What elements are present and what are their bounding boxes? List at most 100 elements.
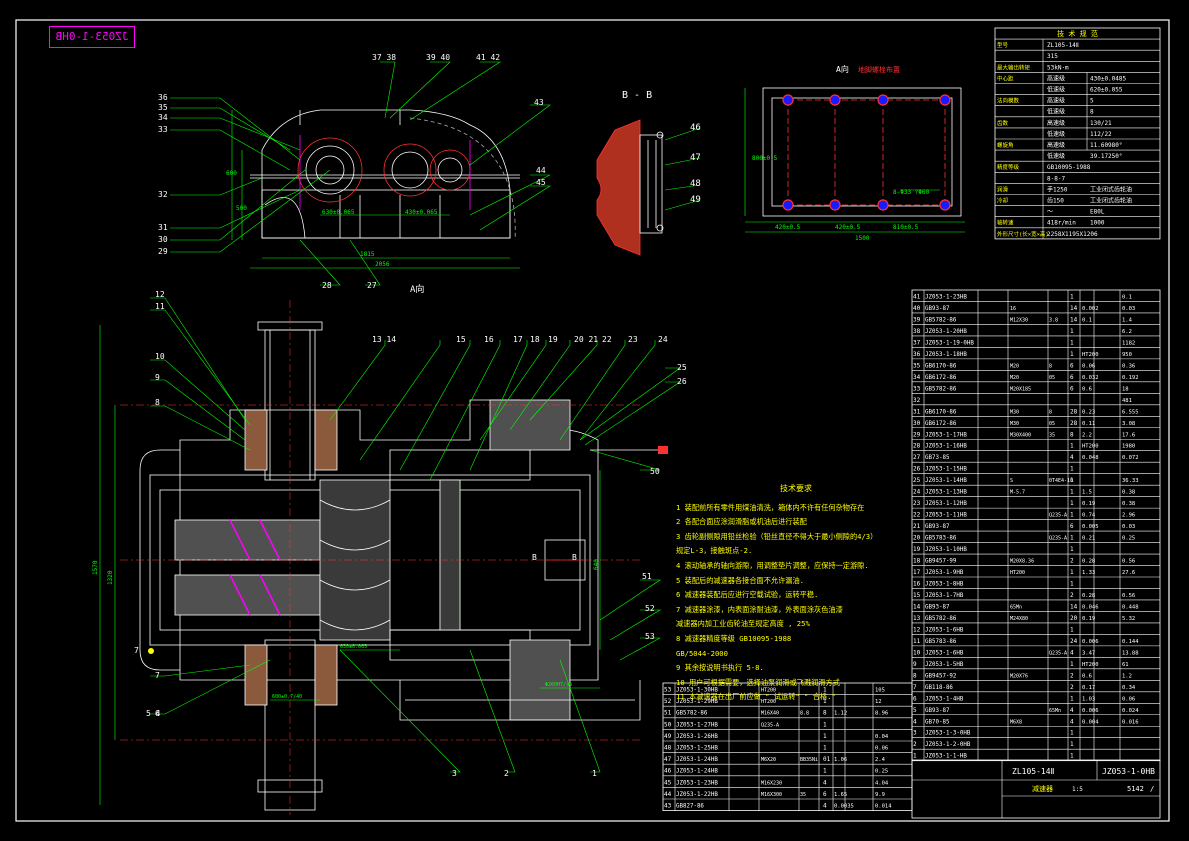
bom-code: GB827-86 [676, 804, 704, 810]
bom-qty: 4 [1070, 707, 1074, 714]
bom-code: JZ053-1-4HB [925, 696, 964, 702]
view-label: A向 [410, 283, 424, 295]
bom-total-weight: 2.96 [1122, 513, 1135, 519]
callout-number: 2 [504, 769, 509, 778]
spec-value: 高速级 [1047, 74, 1065, 82]
bom-code: GB118-86 [925, 685, 953, 691]
a-view-foundation [744, 87, 965, 233]
bom-total-weight: 0.38 [1122, 490, 1135, 496]
bom-unit-weight: 1.5 [1082, 490, 1092, 496]
anchor-bolt-hole [782, 94, 794, 106]
spec-value: 430±0.0485 [1090, 75, 1127, 82]
callout-number: 19 [548, 335, 558, 344]
top-view [170, 61, 552, 286]
bom-material: Q235-A [1049, 536, 1067, 542]
hole-note: 8-Φ33 ?Φ60 [893, 189, 930, 196]
bom-unit-weight: 0.006 [1082, 708, 1099, 714]
bom-material: 65Mn [1049, 708, 1061, 714]
section-title: B - B [622, 90, 652, 101]
spec-label: 最大输出转矩 [997, 63, 1031, 71]
bom-spec: HT200 [1010, 570, 1025, 576]
bom-code: JZ053-1-17HB [925, 432, 967, 438]
bom-total-weight: 4.04 [875, 780, 889, 786]
view-title: A向 [836, 64, 849, 74]
dimension-label: 1570 [92, 560, 99, 575]
bom-qty: 1 [1070, 466, 1074, 473]
spec-value: 高速级 [1047, 97, 1065, 105]
spec-value: 2258X1195X1206 [1047, 231, 1098, 238]
bom-item-no: 24 [913, 489, 921, 496]
spec-value: 高速级 [1047, 141, 1065, 149]
spec-table-title: 技 术 规 范 [1057, 29, 1098, 38]
tech-notes-title: 技术要求 [780, 484, 812, 493]
bom-item-no: 33 [913, 385, 921, 392]
dimension-label: 420±0.5 [835, 224, 861, 231]
bom-spec: M30 [1010, 409, 1019, 415]
callout-number: 18 [530, 335, 540, 344]
spec-label: 精度等级 [997, 163, 1020, 171]
spec-label: 齿数 [997, 119, 1009, 127]
bom-spec: M12X30 [1010, 317, 1028, 323]
tech-note-line: GB/5044-2000 [676, 648, 728, 658]
bom-spec: 16 [1010, 306, 1016, 312]
spec-label: 法向模数 [997, 97, 1020, 105]
bom-code: JZ053-1-14HB [925, 478, 967, 484]
bom-qty: 14 [1070, 316, 1078, 323]
bom-total-weight: 27.6 [1122, 570, 1135, 576]
bom-unit-weight: 0.005 [1082, 524, 1099, 530]
bom-item-no: 11 [913, 638, 921, 645]
bom-total-weight: 0.06 [875, 746, 888, 752]
tech-note-line: 7 减速器涂漆，内表面涂耐油漆，外表面涂灰色油漆 [676, 604, 843, 614]
bom-material: 35 [800, 792, 806, 798]
bom-material: BB35Ni [800, 757, 818, 763]
bom-total-weight: 2.4 [875, 757, 886, 763]
bom-qty: 6 [1070, 374, 1074, 381]
spec-value: 620±0.055 [1090, 87, 1123, 94]
bom-code: GB6172-86 [925, 375, 957, 381]
bom-unit-weight: 0.23 [1082, 409, 1095, 415]
bom-code: GB70-85 [925, 719, 950, 725]
callout-number: 29 [158, 247, 168, 256]
bom-spec: 65Mn [1010, 604, 1022, 610]
bom-code: JZ053-1-13HB [925, 490, 967, 496]
bom-code: JZ053-1-11HB [925, 513, 967, 519]
bom-item-no: 50 [664, 721, 672, 728]
callout-number: 49 [690, 195, 701, 205]
bom-unit-weight: 0.74 [1082, 513, 1096, 519]
bom-total-weight: 6.555 [1122, 409, 1139, 415]
callout-number: 41 42 [476, 53, 500, 62]
bom-item-no: 12 [913, 626, 921, 633]
bom-unit-weight: 0.17 [1082, 685, 1095, 691]
bom-total-weight: 0.04 [875, 734, 889, 740]
tech-note-line: 2 各配合面应涂润滑脂或机油后进行装配 [676, 517, 807, 527]
bom-qty: 1 [1070, 546, 1074, 553]
bom-spec: M20X8.36 [1010, 559, 1034, 565]
bom-qty: 1 [1070, 339, 1074, 346]
bom-code: GB5782-86 [925, 317, 957, 323]
bom-code: JZ053-1-29HB [676, 699, 718, 705]
spec-value: 39.17250° [1090, 153, 1123, 160]
bom-qty: 1 [1070, 328, 1074, 335]
bom-material: Q235-A [1049, 650, 1067, 656]
bom-material: 8 [1049, 363, 1052, 369]
section-mark: B [572, 553, 577, 562]
callout-number: 8 [155, 398, 160, 407]
spec-value: 工业闭式齿轮油 [1090, 185, 1132, 193]
anchor-bolt-hole [939, 199, 951, 211]
callout-number: 51 [642, 572, 652, 581]
callout-number: 53 [645, 632, 655, 641]
spec-value: ～ [1047, 209, 1053, 216]
dimension-label: 640 [593, 559, 600, 570]
callout-number: 35 [158, 103, 168, 112]
callout-number: 6 [155, 709, 160, 718]
callout-number: 11 [155, 302, 165, 311]
bom-total-weight: 0.25 [1122, 536, 1135, 542]
bom-item-no: 17 [913, 569, 921, 576]
bom-code: JZ053-1-23HB [676, 780, 718, 786]
bom-code: JZ053-1-6HB [925, 650, 964, 656]
bom-left-border [662, 682, 913, 811]
bom-item-no: 39 [913, 316, 921, 323]
bom-unit-weight: 1.12 [834, 711, 847, 717]
bom-total-weight: 481 [1122, 398, 1132, 404]
bom-item-no: 8 [913, 672, 917, 679]
